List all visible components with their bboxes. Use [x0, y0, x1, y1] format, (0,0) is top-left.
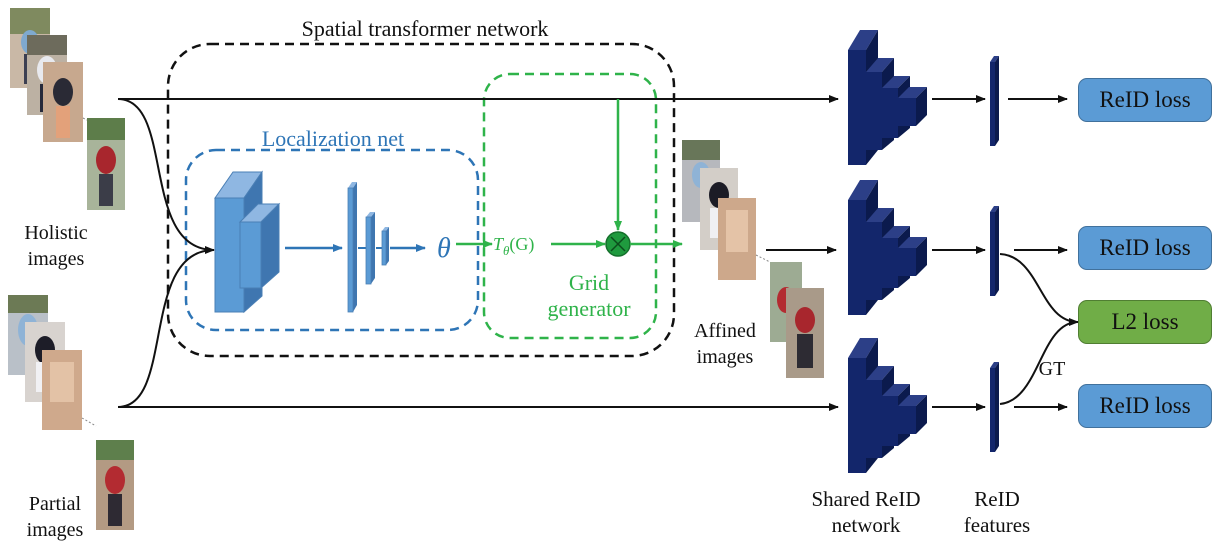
- reid-feature-2: [990, 206, 999, 296]
- partial-images-label: Partial images: [0, 491, 110, 543]
- affined-line2: images: [696, 346, 754, 368]
- reid-feature-3: [990, 362, 999, 452]
- grid-generator-line1: Grid: [568, 270, 610, 295]
- grid-generator-boundary: [482, 72, 658, 340]
- holistic-image-stack: [10, 8, 125, 210]
- sampler-multiply-icon: [605, 231, 631, 257]
- holistic-merge-curve: [117, 98, 215, 251]
- theta-symbol: θ: [437, 233, 451, 264]
- localization-fc-layer-3: [381, 227, 389, 266]
- stn-boundary: [166, 42, 676, 358]
- affined-line1: Affined: [694, 320, 756, 342]
- reid-loss-middle: ReID loss: [1078, 226, 1212, 270]
- partial-merge-curve: [117, 246, 215, 408]
- localization-fc-layer-1: [347, 182, 357, 313]
- stn-title: Spatial transformer network: [301, 16, 549, 41]
- partial-image-3: [42, 350, 82, 430]
- partial-image-stack: [8, 295, 134, 530]
- l2-lower-curve: [999, 321, 1079, 405]
- affined-image-3: [718, 198, 756, 280]
- holistic-images-label: Holistic images: [6, 220, 106, 272]
- holistic-image-3: [43, 62, 83, 142]
- localization-conv-block: [214, 170, 281, 314]
- localization-fc-layer-2: [365, 212, 375, 285]
- transform-label: Tθ(G): [493, 234, 534, 258]
- shared-reid-network-1: [848, 30, 927, 165]
- affined-image-stack: [682, 140, 824, 378]
- affined-images-label: Affined images: [670, 318, 780, 370]
- features-line2: features: [963, 513, 1031, 537]
- affined-image-5: [786, 288, 824, 378]
- partial-line2: images: [26, 519, 84, 541]
- l2-loss: L2 loss: [1078, 300, 1212, 344]
- holistic-image-4: [87, 118, 125, 210]
- features-line1: ReID: [974, 487, 1020, 511]
- localization-net-label: Localization net: [261, 126, 405, 151]
- grid-generator-line2: generator: [547, 296, 631, 321]
- reid-loss-top: ReID loss: [1078, 78, 1212, 122]
- reid-loss-bottom: ReID loss: [1078, 384, 1212, 428]
- partial-image-4: [96, 440, 134, 530]
- reid-features-label: ReID features: [942, 486, 1052, 538]
- holistic-line2: images: [27, 248, 85, 270]
- partial-line1: Partial: [28, 493, 82, 515]
- shared-reid-network-3: [848, 338, 927, 473]
- gt-label: GT: [1038, 358, 1066, 380]
- holistic-line1: Holistic: [24, 222, 88, 244]
- network-line1: Shared ReID: [811, 487, 921, 511]
- network-line2: network: [831, 513, 901, 537]
- shared-network-label: Shared ReID network: [796, 486, 936, 538]
- grid-generator-label: Grid generator: [534, 270, 644, 322]
- shared-reid-network-2: [848, 180, 927, 315]
- reid-feature-1: [990, 56, 999, 146]
- l2-upper-curve: [999, 253, 1079, 326]
